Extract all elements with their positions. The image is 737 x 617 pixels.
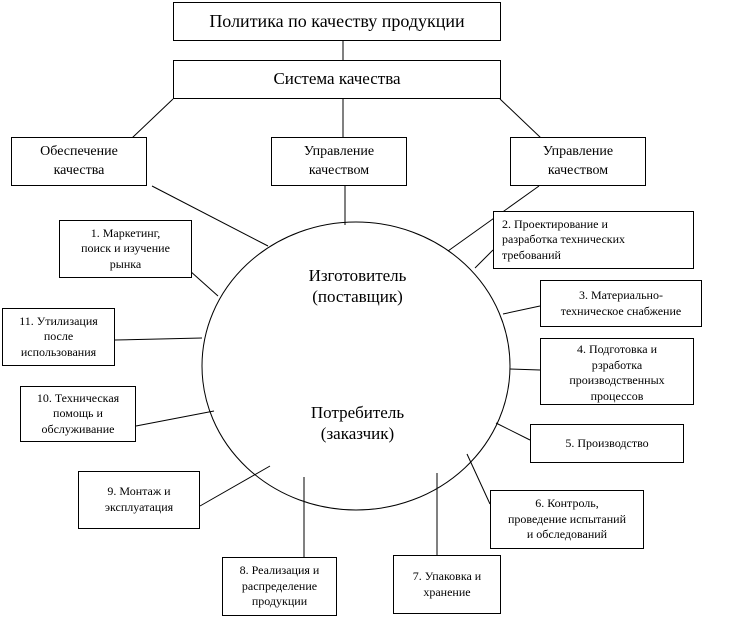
stage-label-2: 2. Проектирование и разработка техническ… bbox=[502, 216, 626, 262]
stage-box-6: 6. Контроль, проведение испытаний и обсл… bbox=[490, 490, 644, 549]
stage-label-8: 8. Реализация и распределение продукции bbox=[239, 563, 320, 609]
quality-assurance-box: Обеспечение качества bbox=[11, 137, 147, 186]
consumer-label: Потребитель (заказчик) bbox=[310, 403, 405, 444]
stage-label-5: 5. Производство bbox=[565, 435, 649, 450]
spoke-s4 bbox=[509, 368, 541, 371]
spoke-s11 bbox=[114, 337, 203, 341]
stage-box-9: 9. Монтаж и эксплуатация bbox=[78, 471, 200, 529]
stage-label-7: 7. Упаковка и хранение bbox=[412, 568, 482, 599]
quality-management-box-middle: Управление качеством bbox=[271, 137, 407, 186]
stage-box-11: 11. Утилизация после использования bbox=[2, 308, 115, 366]
connector-system-left bbox=[131, 98, 174, 139]
quality-system-box: Система качества bbox=[173, 60, 501, 99]
spoke-s6 bbox=[466, 453, 491, 505]
quality-management-right-label: Управление качеством bbox=[542, 144, 614, 178]
connector-left-ellipse bbox=[151, 185, 269, 247]
stage-label-4: 4. Подготовка и рзработка производственн… bbox=[569, 342, 665, 403]
stage-box-4: 4. Подготовка и рзработка производственн… bbox=[540, 338, 694, 405]
quality-management-box-right: Управление качеством bbox=[510, 137, 646, 186]
manufacturer-label: Изготовитель (поставщик) bbox=[308, 266, 407, 307]
policy-box: Политика по качеству продукции bbox=[173, 2, 501, 41]
stage-box-5: 5. Производство bbox=[530, 424, 684, 463]
stage-box-3: 3. Материально- техническое снабжение bbox=[540, 280, 702, 327]
policy-label: Политика по качеству продукции bbox=[209, 10, 465, 31]
spoke-s3 bbox=[502, 305, 541, 315]
stage-box-8: 8. Реализация и распределение продукции bbox=[222, 557, 337, 616]
stage-box-2: 2. Проектирование и разработка техническ… bbox=[493, 211, 694, 269]
spoke-s5 bbox=[495, 422, 531, 441]
stage-label-11: 11. Утилизация после использования bbox=[19, 313, 98, 359]
spoke-s9 bbox=[199, 465, 271, 507]
connector-system-right bbox=[499, 98, 542, 139]
center-ellipse bbox=[201, 221, 511, 511]
stage-label-3: 3. Материально- техническое снабжение bbox=[560, 287, 682, 318]
quality-system-label: Система качества bbox=[273, 69, 401, 89]
stage-box-1: 1. Маркетинг, поиск и изучение рынка bbox=[59, 220, 192, 278]
stage-box-10: 10. Техническая помощь и обслуживание bbox=[20, 386, 136, 442]
spoke-s2 bbox=[474, 249, 494, 269]
stage-label-10: 10. Техническая помощь и обслуживание bbox=[36, 390, 120, 436]
stage-box-7: 7. Упаковка и хранение bbox=[393, 555, 501, 614]
stage-label-6: 6. Контроль, проведение испытаний и обсл… bbox=[507, 496, 626, 542]
stage-label-1: 1. Маркетинг, поиск и изучение рынка bbox=[81, 225, 170, 271]
quality-management-middle-label: Управление качеством bbox=[303, 144, 375, 178]
spoke-s10 bbox=[135, 410, 215, 427]
quality-assurance-label: Обеспечение качества bbox=[40, 144, 118, 178]
stage-label-9: 9. Монтаж и эксплуатация bbox=[104, 484, 174, 514]
